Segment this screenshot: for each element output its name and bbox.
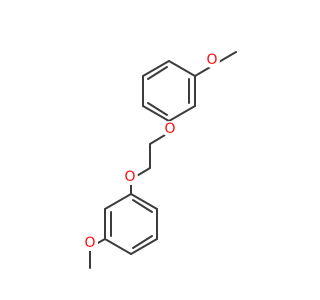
atom-label-o: O	[84, 235, 95, 251]
ring-lower-bond-1-inner	[132, 199, 153, 213]
bond-o-top-ring	[194, 65, 213, 77]
ring-upper-bond-2-inner	[147, 66, 168, 80]
atom-label-o: O	[206, 52, 217, 68]
atom-o-methoxy-top: O	[204, 52, 220, 68]
ring-lower-bond-3	[130, 238, 158, 255]
atom-label-o: O	[124, 169, 135, 185]
ring-upper-bond-5	[168, 105, 196, 122]
atom-o-ether-lower: O	[122, 169, 138, 185]
benzene-ring-lower	[104, 193, 158, 255]
atom-o-ether-upper: O	[162, 121, 178, 137]
ring-upper-bond-1	[168, 60, 196, 77]
ring-lower-bond-1	[130, 193, 158, 210]
ring-lower-bond-6	[104, 193, 132, 210]
atom-o-methoxy-bottom: O	[82, 235, 98, 251]
ring-upper-bond-2	[142, 60, 170, 77]
ring-lower-bond-4	[104, 238, 132, 255]
ring-upper-bond-4	[142, 105, 170, 122]
ring-upper-bond-4-inner	[147, 102, 168, 116]
ring-lower-bond-3-inner	[132, 235, 153, 249]
bond-o-upper-ch2	[149, 134, 166, 145]
atom-label-o: O	[164, 121, 175, 137]
benzene-ring-upper	[142, 60, 196, 122]
molecule-structure: O O O O	[82, 51, 237, 269]
